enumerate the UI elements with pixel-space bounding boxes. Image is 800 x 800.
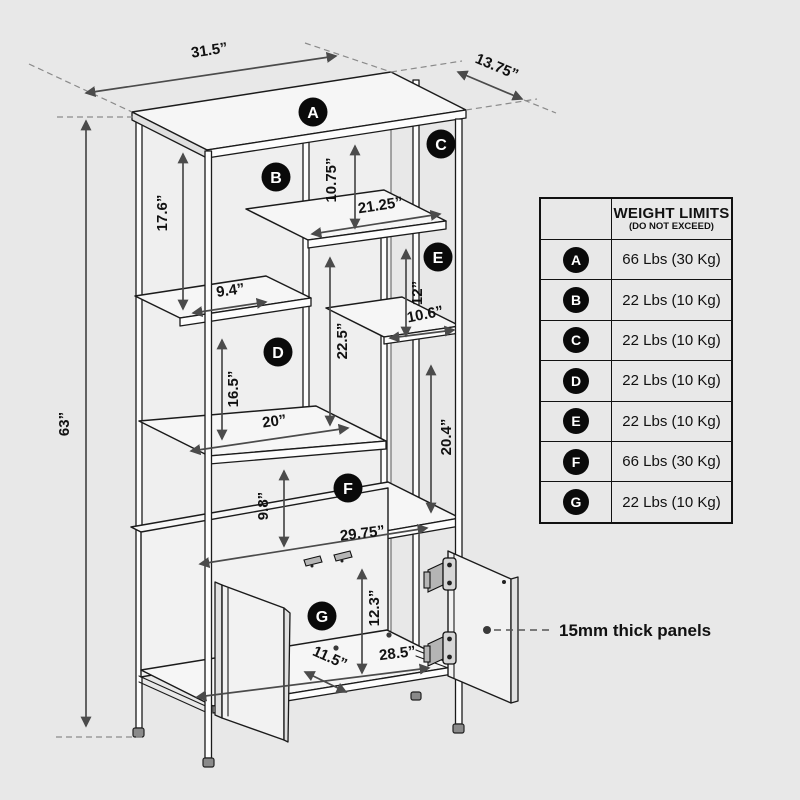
right-door bbox=[447, 550, 519, 704]
table-badge-e: E bbox=[563, 408, 589, 435]
table-row: C 22 Lbs (10 Kg) bbox=[541, 319, 731, 361]
left-door bbox=[214, 581, 291, 743]
table-header-row: WEIGHT LIMITS (DO NOT EXCEED) bbox=[541, 199, 731, 239]
table-badge-d: D bbox=[563, 367, 589, 394]
compartment-badges: A B C D E F G bbox=[261, 97, 456, 631]
weight-limits-table: WEIGHT LIMITS (DO NOT EXCEED) A 66 Lbs (… bbox=[539, 197, 733, 524]
badge-d: D bbox=[263, 337, 293, 367]
weight-value-e: 22 Lbs (10 Kg) bbox=[611, 401, 731, 441]
dim-height-label: 63” bbox=[56, 412, 73, 436]
svg-text:A: A bbox=[307, 105, 319, 122]
dim-depth-arrow bbox=[456, 70, 524, 101]
table-row: G 22 Lbs (10 Kg) bbox=[541, 481, 731, 522]
door-hinge-bottom bbox=[423, 631, 457, 667]
table-row: E 22 Lbs (10 Kg) bbox=[541, 400, 731, 441]
badge-a: A bbox=[298, 97, 328, 127]
svg-text:D: D bbox=[272, 345, 284, 362]
panel-note: 15mm thick panels bbox=[483, 621, 711, 640]
svg-text:C: C bbox=[435, 137, 447, 154]
panel-indicator-dot bbox=[483, 626, 491, 634]
badge-b: B bbox=[261, 162, 291, 192]
weight-value-g: 22 Lbs (10 Kg) bbox=[611, 482, 731, 522]
dim-bottom-shelf-label: 29.75” bbox=[339, 522, 386, 544]
dim-depth-label: 13.75” bbox=[473, 50, 521, 83]
table-badge-c: C bbox=[563, 327, 589, 354]
table-row: F 66 Lbs (30 Kg) bbox=[541, 440, 731, 482]
table-subtitle: (DO NOT EXCEED) bbox=[629, 221, 714, 233]
table-row: A 66 Lbs (30 Kg) bbox=[541, 239, 731, 280]
weight-value-d: 22 Lbs (10 Kg) bbox=[611, 361, 731, 401]
dim-d-height-label: 16.5” bbox=[225, 371, 242, 408]
badge-g: G bbox=[307, 601, 337, 631]
badge-f: F bbox=[333, 473, 363, 503]
svg-text:B: B bbox=[270, 170, 282, 187]
weight-value-f: 66 Lbs (30 Kg) bbox=[611, 441, 731, 482]
dim-e-height-label: 12” bbox=[409, 281, 426, 305]
dim-g-width-label: 28.5” bbox=[378, 643, 417, 664]
dim-b-height-label: 17.6” bbox=[154, 195, 171, 232]
dimension-arrows bbox=[80, 51, 524, 728]
svg-text:F: F bbox=[343, 481, 353, 498]
door-hinge-top bbox=[423, 557, 457, 593]
weight-value-b: 22 Lbs (10 Kg) bbox=[611, 280, 731, 320]
dim-width-arrow bbox=[84, 51, 338, 98]
table-corner-cell bbox=[541, 199, 611, 239]
svg-text:E: E bbox=[433, 250, 444, 267]
svg-text:G: G bbox=[316, 609, 328, 626]
dim-left-shelf-label: 9.4” bbox=[215, 280, 245, 301]
dim-middle-height-label: 22.5” bbox=[334, 323, 351, 360]
table-badge-g: G bbox=[563, 489, 589, 516]
dim-g-height-label: 12.3” bbox=[366, 590, 383, 627]
table-title: WEIGHT LIMITS bbox=[613, 204, 730, 222]
table-badge-f: F bbox=[563, 448, 589, 475]
table-badge-b: B bbox=[563, 287, 589, 314]
table-row: B 22 Lbs (10 Kg) bbox=[541, 279, 731, 320]
dim-e-width-label: 10.6” bbox=[406, 303, 445, 327]
dim-d-width-label: 20” bbox=[261, 411, 287, 431]
weight-value-a: 66 Lbs (30 Kg) bbox=[611, 240, 731, 280]
dim-middle-shelf-label: 21.25” bbox=[357, 194, 404, 217]
weight-value-c: 22 Lbs (10 Kg) bbox=[611, 320, 731, 361]
dim-right-column-label: 20.4” bbox=[438, 419, 455, 456]
panel-note-text: 15mm thick panels bbox=[559, 621, 711, 640]
extension-lines bbox=[28, 42, 557, 738]
badge-c: C bbox=[426, 129, 456, 159]
dim-top-middle-label: 10.75” bbox=[323, 157, 340, 202]
badge-e: E bbox=[423, 242, 453, 272]
table-row: D 22 Lbs (10 Kg) bbox=[541, 360, 731, 401]
table-badge-a: A bbox=[563, 246, 589, 273]
dim-f-height-label: 9.8” bbox=[255, 492, 272, 520]
dim-width-label: 31.5” bbox=[190, 39, 229, 61]
